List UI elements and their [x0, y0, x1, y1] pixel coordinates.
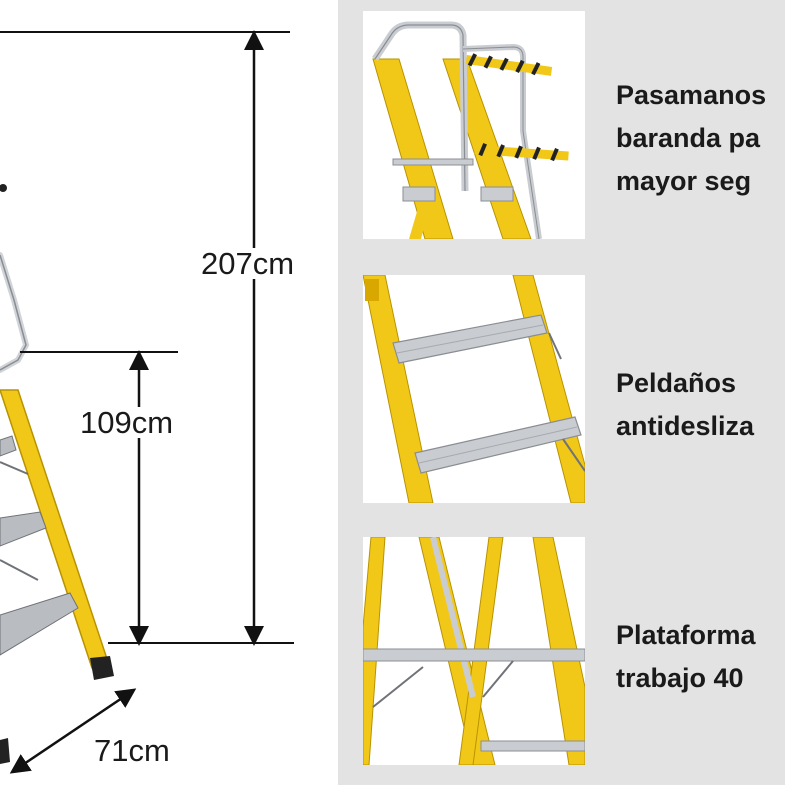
platform-photo — [363, 537, 585, 765]
feature-line: antidesliza — [616, 411, 755, 441]
platform-description: Plataforma trabajo 40 — [616, 614, 785, 700]
feature-line: trabajo 40 — [616, 663, 744, 693]
ladder-dimension-drawing — [0, 29, 294, 774]
steps-photo — [363, 275, 585, 503]
dimension-lines — [0, 29, 294, 774]
feature-line: Plataforma — [616, 620, 756, 650]
platform-height-label: 109cm — [78, 405, 176, 440]
total-height-label: 207cm — [199, 246, 297, 281]
handrail-photo — [363, 11, 585, 239]
features-panel: Pasamanos baranda pa mayor seg Peldaños … — [338, 0, 785, 785]
depth-label: 71cm — [94, 733, 170, 768]
feature-line: Peldaños — [616, 368, 737, 398]
handrail-description: Pasamanos baranda pa mayor seg — [616, 74, 785, 203]
ladder-illustration — [0, 184, 114, 764]
feature-line: mayor seg — [616, 166, 752, 196]
steps-description: Peldaños antidesliza — [616, 362, 785, 448]
feature-line: baranda pa — [616, 123, 761, 153]
ladder-diagram-panel: 207cm 109cm 71cm — [0, 0, 338, 785]
feature-line: Pasamanos — [616, 80, 767, 110]
